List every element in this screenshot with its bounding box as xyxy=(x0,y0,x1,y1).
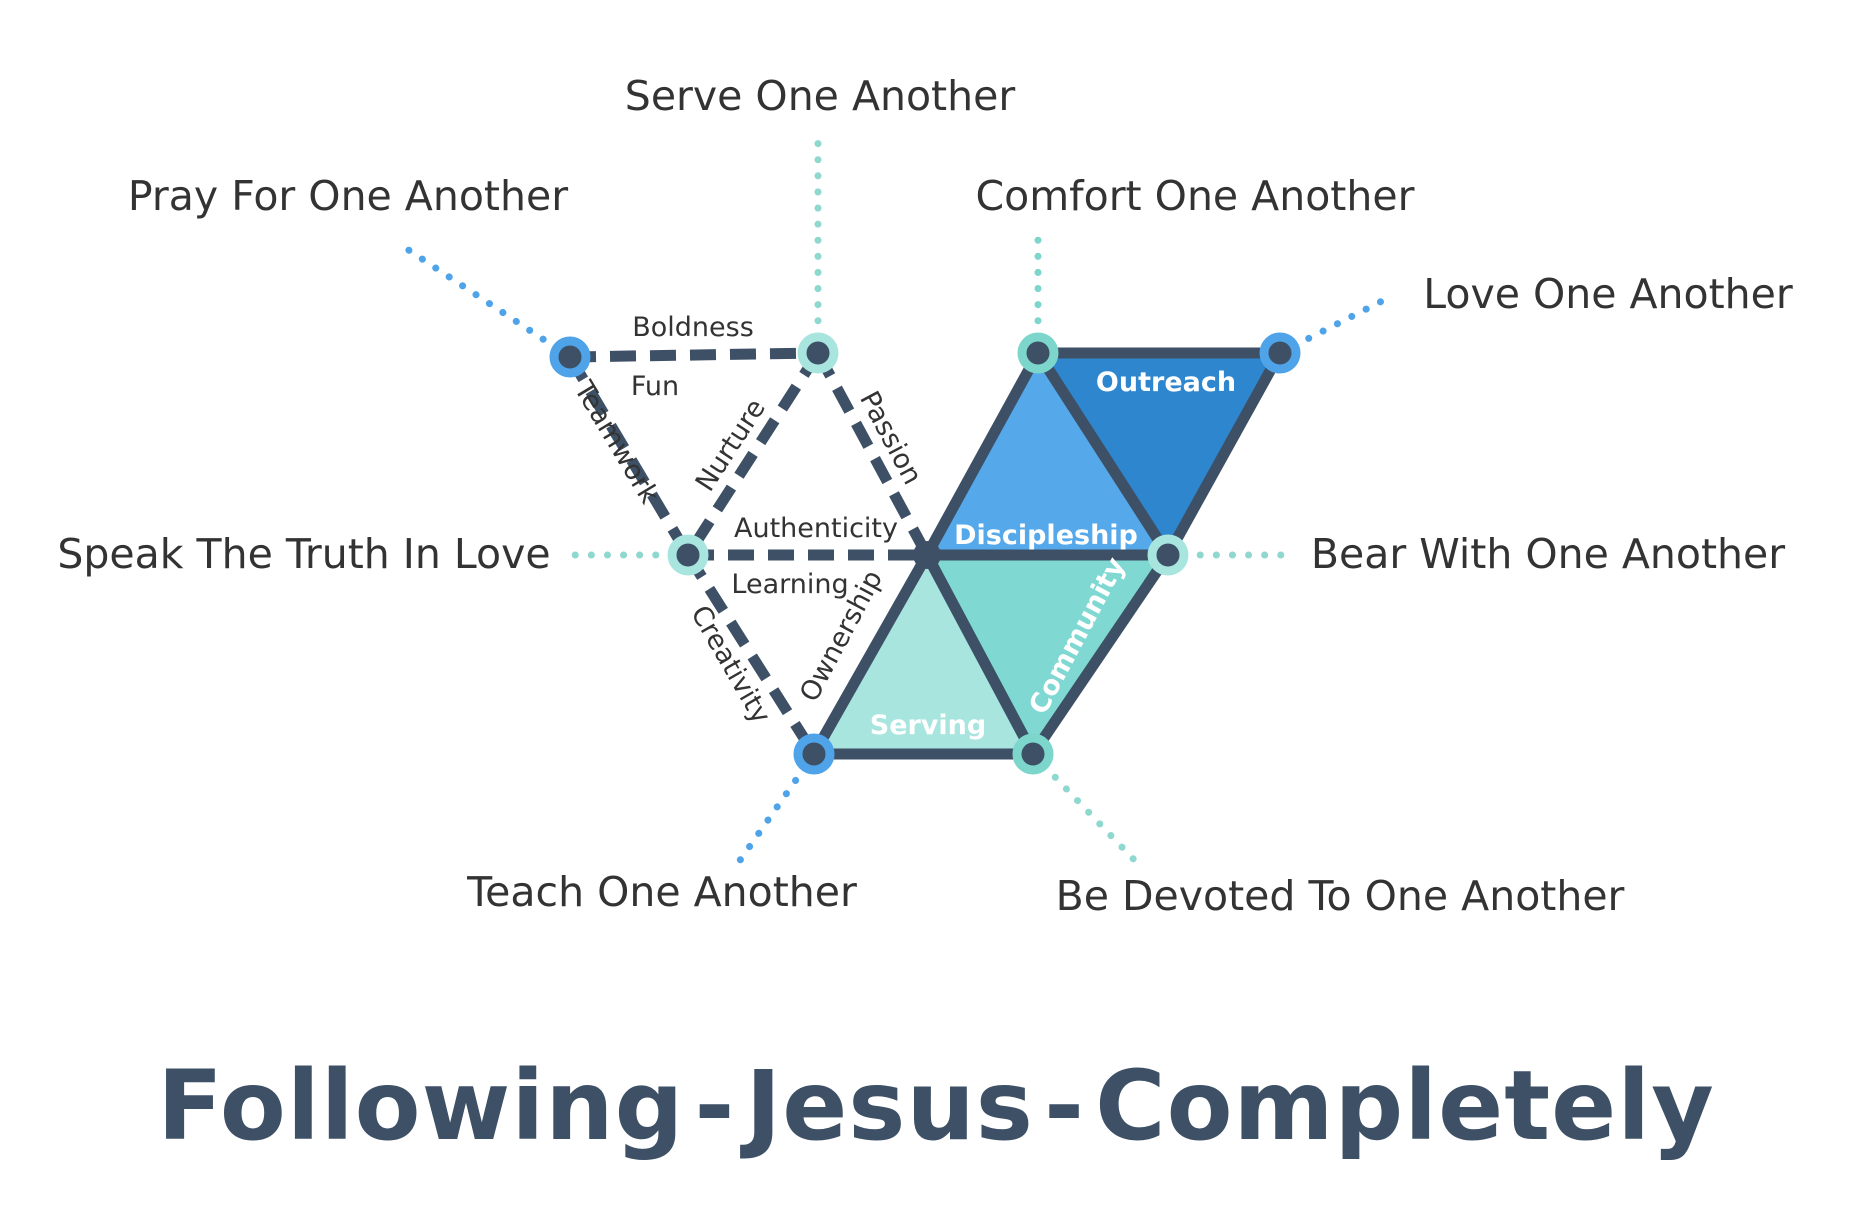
value-boldness: Boldness xyxy=(632,312,754,343)
area-discipleship-label: Discipleship xyxy=(954,520,1138,551)
node-serve xyxy=(797,332,839,374)
tagline-separator-2: - xyxy=(1044,1050,1085,1162)
node-bear-with xyxy=(1147,534,1189,576)
area-serving-label: Serving xyxy=(870,710,986,741)
area-triangles xyxy=(808,347,1286,760)
triangle-serving xyxy=(808,549,1039,760)
dashed-edge-nurture xyxy=(683,350,823,558)
label-comfort-one-another: Comfort One Another xyxy=(976,172,1415,220)
dashed-structure xyxy=(565,347,932,757)
label-speak-the-truth-in-love: Speak The Truth In Love xyxy=(57,530,550,578)
tagline-jesus: Jesus xyxy=(745,1050,1034,1162)
value-learning: Learning xyxy=(731,569,848,600)
one-another-labels: Serve One Another Pray For One Another C… xyxy=(57,72,1793,920)
node-teach xyxy=(793,733,835,775)
tagline-separator-1: - xyxy=(694,1050,736,1162)
value-authenticity: Authenticity xyxy=(734,513,898,544)
nodes xyxy=(549,332,1301,775)
node-devoted xyxy=(1012,733,1054,775)
connector-pray xyxy=(394,239,574,361)
value-nurture: Nurture xyxy=(690,394,772,497)
label-be-devoted-to-one-another: Be Devoted To One Another xyxy=(1056,872,1625,920)
node-center xyxy=(913,541,941,569)
label-love-one-another: Love One Another xyxy=(1423,270,1793,318)
connector-teach xyxy=(732,750,818,870)
tagline-completely: Completely xyxy=(1095,1050,1715,1162)
label-pray-for-one-another: Pray For One Another xyxy=(128,172,568,220)
label-bear-with-one-another: Bear With One Another xyxy=(1311,530,1785,578)
value-fun: Fun xyxy=(631,371,679,402)
node-speak-truth xyxy=(667,534,709,576)
tagline: Following - Jesus - Completely xyxy=(0,1050,1872,1162)
node-pray xyxy=(549,336,591,378)
node-comfort xyxy=(1017,332,1059,374)
dashed-edge-top xyxy=(569,347,819,363)
node-love xyxy=(1259,332,1301,374)
area-outreach-label: Outreach xyxy=(1096,367,1236,398)
label-serve-one-another: Serve One Another xyxy=(625,72,1016,120)
connector-devoted xyxy=(1029,750,1144,870)
label-teach-one-another: Teach One Another xyxy=(466,868,857,916)
tagline-following: Following xyxy=(157,1050,685,1162)
